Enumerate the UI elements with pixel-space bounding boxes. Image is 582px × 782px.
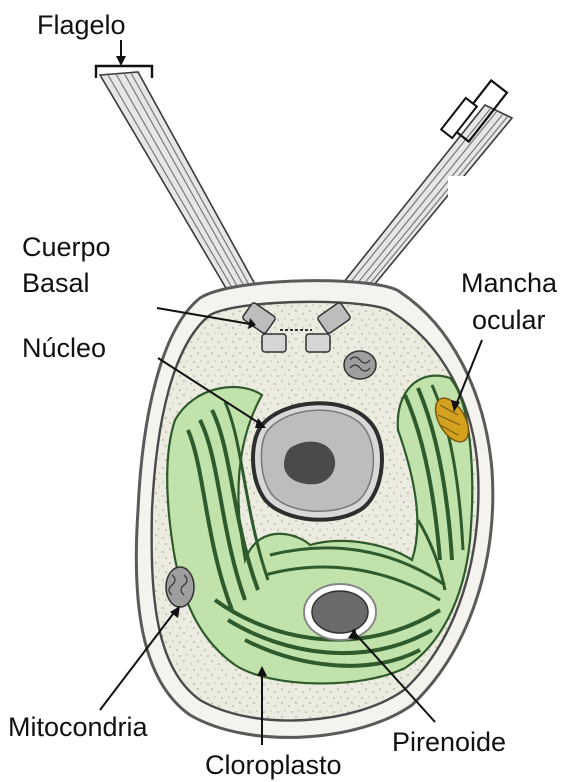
cuerpo-basal-label-line1: Cuerpo xyxy=(22,232,111,262)
mancha-ocular-label-line2: ocular xyxy=(472,305,546,335)
mancha-ocular-label-line1: Mancha xyxy=(461,268,557,298)
pirenoide-label: Pirenoide xyxy=(392,727,506,757)
mitochondrion-bottom xyxy=(166,567,194,607)
mitocondria-label: Mitocondria xyxy=(8,712,148,742)
pyrenoid xyxy=(304,584,376,640)
mitochondrion-top xyxy=(344,351,376,379)
cuerpo-basal-label-line2: Basal xyxy=(22,268,90,298)
flagelo-label: Flagelo xyxy=(37,10,126,40)
nucleo-label: Núcleo xyxy=(22,333,106,363)
nucleus xyxy=(253,403,382,519)
flagellum-gap xyxy=(448,176,518,200)
nucleolus xyxy=(284,442,335,485)
cloroplasto-label: Cloroplasto xyxy=(205,750,342,780)
